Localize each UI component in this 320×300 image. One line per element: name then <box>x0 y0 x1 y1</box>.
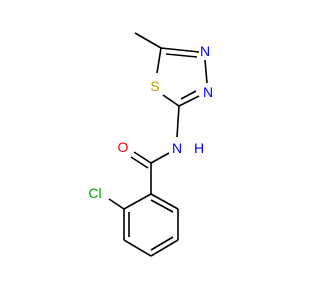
atom-nitrogen-amide: N <box>172 140 182 156</box>
bond-ring-4-inner <box>150 236 174 251</box>
bond-ring-1 <box>123 193 152 210</box>
bond-c2-nh <box>176 105 180 138</box>
bond-ring-cl <box>108 198 125 210</box>
bond-n4-c5-inner <box>165 53 198 58</box>
atom-chlorine: Cl <box>88 185 101 201</box>
bond-ring-6-inner <box>150 199 174 213</box>
bond-s-c2 <box>162 94 180 107</box>
bond-ring-6 <box>150 193 179 210</box>
bond-carbonyl-o-2 <box>130 156 149 169</box>
atom-sulfur: S <box>150 78 159 94</box>
bond-ring-3 <box>123 239 152 257</box>
bond-n3-n4 <box>204 59 208 84</box>
molecule-structure: S N N N H O Cl <box>88 32 213 257</box>
bond-c2-n3-inner <box>180 90 197 100</box>
atom-hydrogen-amide: H <box>194 140 204 156</box>
bond-n4-c5 <box>160 47 200 53</box>
bond-c5-s <box>156 47 162 74</box>
atom-nitrogen-n3: N <box>203 84 213 100</box>
bond-c2-n3 <box>178 95 200 107</box>
molecule-diagram: S N N N H O Cl <box>88 32 213 257</box>
bond-carbonyl-o <box>133 151 152 164</box>
bond-nh-carbonyl <box>150 152 170 164</box>
bond-ring-4 <box>150 239 179 257</box>
bond-methyl <box>134 32 162 49</box>
atom-oxygen: O <box>118 139 129 155</box>
atom-nitrogen-n4: N <box>200 43 210 59</box>
